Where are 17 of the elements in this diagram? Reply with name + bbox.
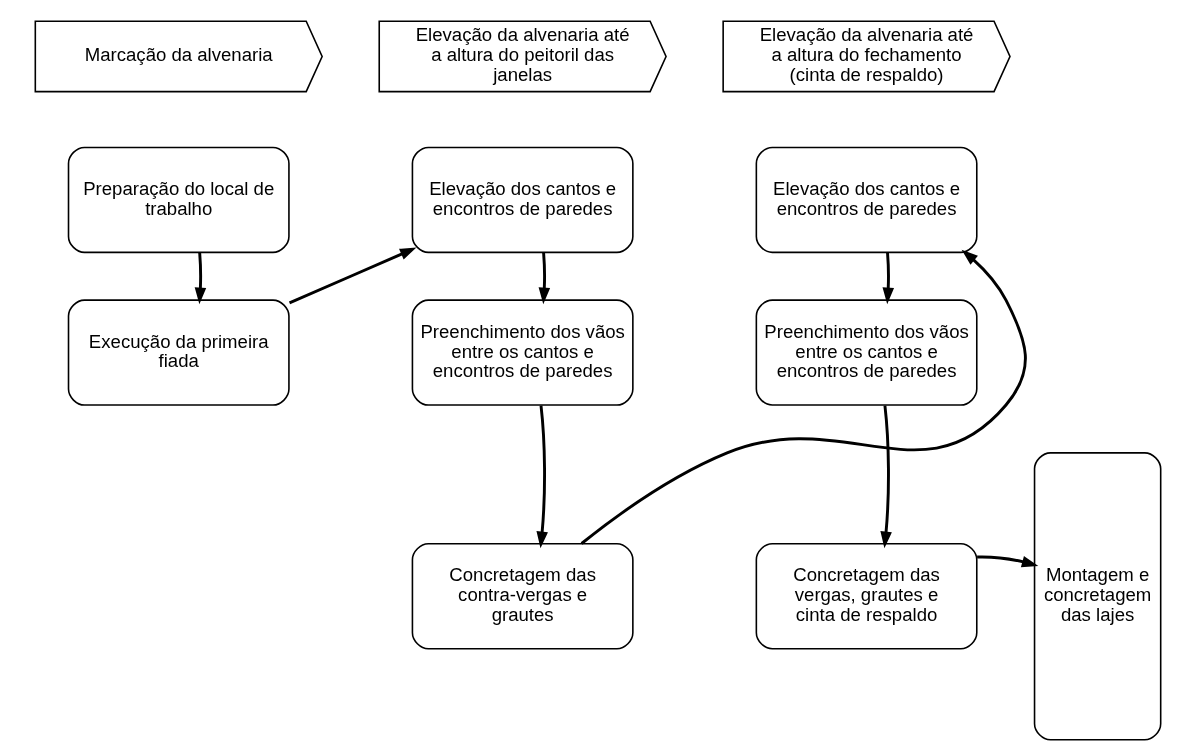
node-box: Concretagem das contra-vergas e grautes (411, 543, 634, 650)
node-box: Elevação dos cantos e encontros de paredes (755, 146, 978, 254)
node-box: Elevação dos cantos e encontros de paredes (411, 146, 634, 254)
node-box: Preenchimento dos vãos entre os cantos e encontros de paredes (755, 299, 978, 406)
node-box: Montagem e concretagem das lajes (1033, 452, 1161, 741)
arrow (538, 252, 550, 305)
node-box: Concretagem das vergas, grautes e cinta de respaldo (755, 543, 978, 650)
arrow (882, 252, 894, 305)
arrow (535, 405, 548, 549)
arrow (976, 555, 1038, 568)
arrow (288, 247, 416, 305)
arrow (580, 249, 1027, 545)
arrow (194, 252, 206, 305)
arrow (879, 405, 892, 549)
node-box: Preparação do local de trabalho (67, 146, 290, 254)
node-box: Preenchimento dos vãos entre os cantos e encontros de paredes (411, 299, 634, 406)
node-box: Execução da primeira fiada (67, 299, 290, 406)
